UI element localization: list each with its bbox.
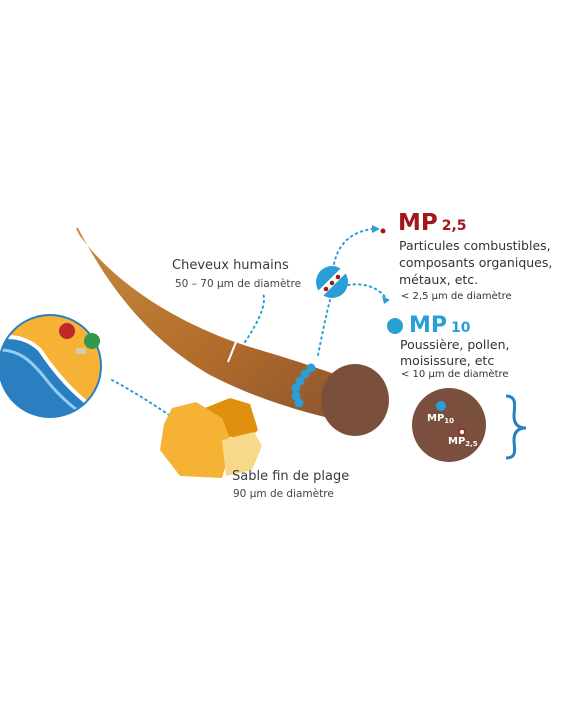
comparison-pm10-dot [436, 401, 446, 411]
comparison-pm25-label-main: MP [448, 436, 466, 447]
pm10-dots-on-hair [291, 363, 316, 408]
beach-illustration [0, 314, 102, 418]
hair-size: 50 – 70 µm de diamètre [175, 278, 302, 290]
hair-cross-section [321, 364, 389, 436]
hair-title: Cheveux humains [172, 258, 289, 273]
sand-size: 90 µm de diamètre [233, 488, 334, 500]
sand-title: Sable fin de plage [232, 469, 350, 484]
pm25-description-2: composants organiques, [399, 255, 553, 270]
pm10-title-main: MP [409, 313, 448, 338]
pm25-description-1: Particules combustibles, [399, 238, 551, 253]
sand-grain [160, 398, 262, 478]
pm10-description-2: moisissure, etc [400, 353, 495, 368]
curly-brace [505, 394, 527, 460]
pm25-zoom-circle [316, 266, 348, 298]
hair-strand [76, 227, 351, 420]
pm10-dot [387, 318, 403, 334]
comparison-pm10-label: MP10 [427, 413, 455, 425]
pm25-size: < 2,5 µm de diamètre [401, 291, 512, 302]
pm25-title-sub: 2,5 [441, 218, 467, 234]
comparison-pm25-label: MP2,5 [448, 436, 478, 448]
comparison-pm10-label-sub: 10 [444, 417, 455, 425]
comparison-pm25-dot [458, 428, 466, 436]
pm25-dot [380, 228, 386, 234]
hair-measure-line [227, 331, 241, 363]
pm25-description-3: métaux, etc. [399, 272, 479, 287]
comparison-circle [412, 388, 486, 462]
comparison-pm10-label-main: MP [427, 413, 445, 424]
pm10-size: < 10 µm de diamètre [401, 369, 509, 380]
comparison-pm25-label-sub: 2,5 [465, 440, 478, 448]
pm25-title-main: MP [398, 210, 438, 236]
pm10-description-1: Poussière, pollen, [400, 337, 510, 352]
pm10-title-sub: 10 [451, 320, 471, 336]
